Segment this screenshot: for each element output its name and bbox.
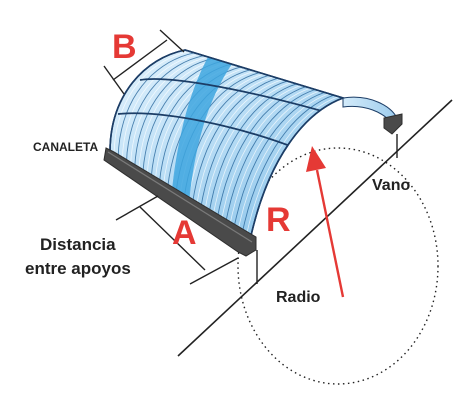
- back-gutter: [383, 113, 403, 135]
- roof-rib: [117, 52, 195, 158]
- roof-rib: [233, 91, 325, 230]
- roof-rib: [208, 83, 297, 215]
- roof-rib: [130, 56, 209, 165]
- roof-rib: [134, 58, 214, 168]
- roof-rib: [224, 89, 316, 225]
- roof-rib: [220, 87, 311, 222]
- roof-rib: [229, 90, 320, 228]
- roof-rib: [191, 77, 279, 204]
- b-label: B: [112, 28, 137, 66]
- roof-rib: [126, 55, 204, 163]
- r-label: R: [266, 201, 291, 239]
- roof-rib: [122, 53, 200, 160]
- roof-rib: [245, 96, 339, 238]
- distancia-label-line1: Distancia: [40, 235, 116, 254]
- roof-rib: [113, 51, 190, 155]
- a-label: A: [172, 214, 197, 252]
- b-tick-left: [103, 65, 125, 95]
- roof-rib: [237, 93, 330, 233]
- distancia-label-line2: entre apoyos: [25, 259, 131, 278]
- roof-rib: [204, 82, 293, 212]
- roof-rib: [241, 94, 334, 235]
- radius-circle: [237, 147, 439, 385]
- canaleta-label: CANALETA: [33, 140, 98, 154]
- cross-line-top: [139, 78, 343, 118]
- roof-rib: [216, 86, 306, 220]
- ground-line: [177, 99, 453, 357]
- b-dimension-line: [112, 39, 168, 81]
- front-gutter: [103, 147, 257, 257]
- a-tick-bottom: [189, 257, 239, 285]
- roof-rib: [200, 80, 288, 209]
- a-dimension-line: [139, 206, 206, 271]
- roof-rib: [138, 59, 218, 171]
- radio-label: Radio: [276, 289, 321, 306]
- roof-outline: [109, 49, 346, 242]
- front-gutter-edge: [107, 151, 253, 243]
- highlight-stripe: [171, 57, 232, 203]
- red-arrow-icon: [306, 146, 345, 298]
- roof-rib: [196, 79, 283, 207]
- roof-rib: [187, 76, 274, 202]
- b-tick-right: [159, 29, 185, 53]
- a-tick-top: [115, 195, 159, 221]
- roof-rib: [212, 84, 302, 217]
- vano-label: Vano: [372, 177, 410, 194]
